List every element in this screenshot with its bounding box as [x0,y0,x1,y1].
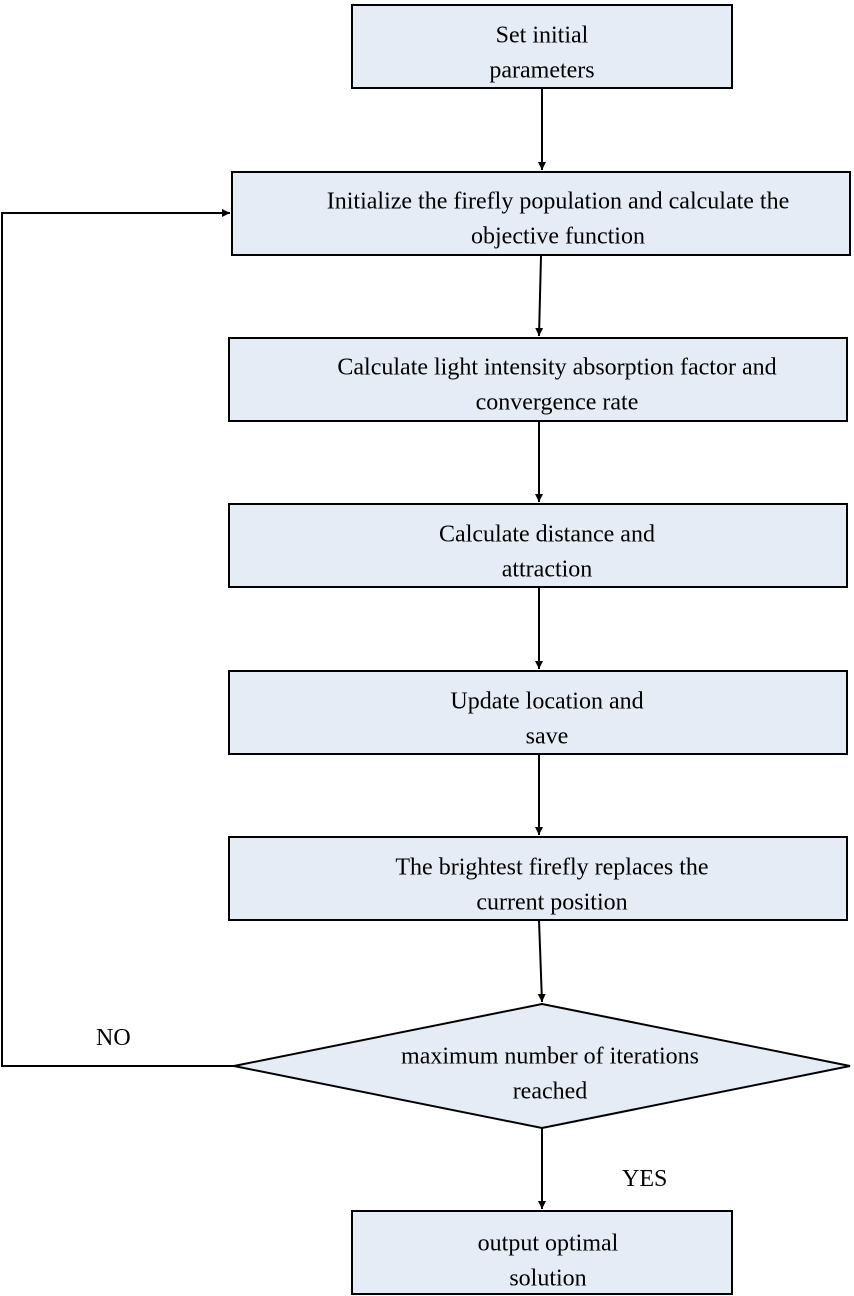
process-box [351,1210,733,1295]
edge-initialize-population-to-calculate-light-intensity [535,255,544,337]
node-brightest-firefly: The brightest firefly replaces the curren… [228,836,848,921]
node-label-line: Initialize the firefly population and ca… [327,189,789,215]
process-box [231,171,851,256]
node-label-line: convergence rate [476,390,639,416]
node-label-line: Update location and [450,689,643,715]
node-label-line: maximum number of iterations [401,1044,699,1070]
node-output-solution: output optimal solution [351,1210,733,1295]
node-update-location: Update location and save [228,670,848,755]
edge-max-iterations-to-initialize-population [1,209,234,1067]
node-label-line: solution [509,1266,586,1292]
node-label-line: save [526,724,569,750]
node-label-line: parameters [489,58,594,84]
node-calculate-light-intensity: Calculate light intensity absorption fac… [228,337,848,422]
node-label-line: The brightest firefly replaces the [395,855,708,881]
edges-layer [1,88,546,1209]
node-initialize-population: Initialize the firefly population and ca… [231,171,851,256]
node-label-line: Calculate distance and [439,522,655,548]
node-label-line: output optimal [478,1231,619,1257]
edge-labels-layer: YES NO [96,1025,667,1192]
node-label-line: Calculate light intensity absorption fac… [337,355,776,381]
edge-brightest-firefly-to-max-iterations [537,919,546,1003]
node-label-line: reached [513,1079,588,1105]
edge-label-yes: YES [622,1166,667,1192]
process-box [228,337,848,422]
process-box [228,503,848,588]
edge-label-no: NO [96,1025,131,1051]
node-set-initial-parameters: Set initial parameters [351,4,733,89]
decision-diamond [233,1002,851,1130]
process-box [351,4,733,89]
node-max-iterations: maximum number of iterations reached [233,1002,851,1130]
node-label-line: objective function [471,224,645,250]
node-label-line: attraction [502,557,593,583]
node-calculate-distance: Calculate distance and attraction [228,503,848,588]
process-box [228,836,848,921]
node-label-line: Set initial [496,23,589,49]
process-box [228,670,848,755]
node-label-line: current position [476,890,627,916]
